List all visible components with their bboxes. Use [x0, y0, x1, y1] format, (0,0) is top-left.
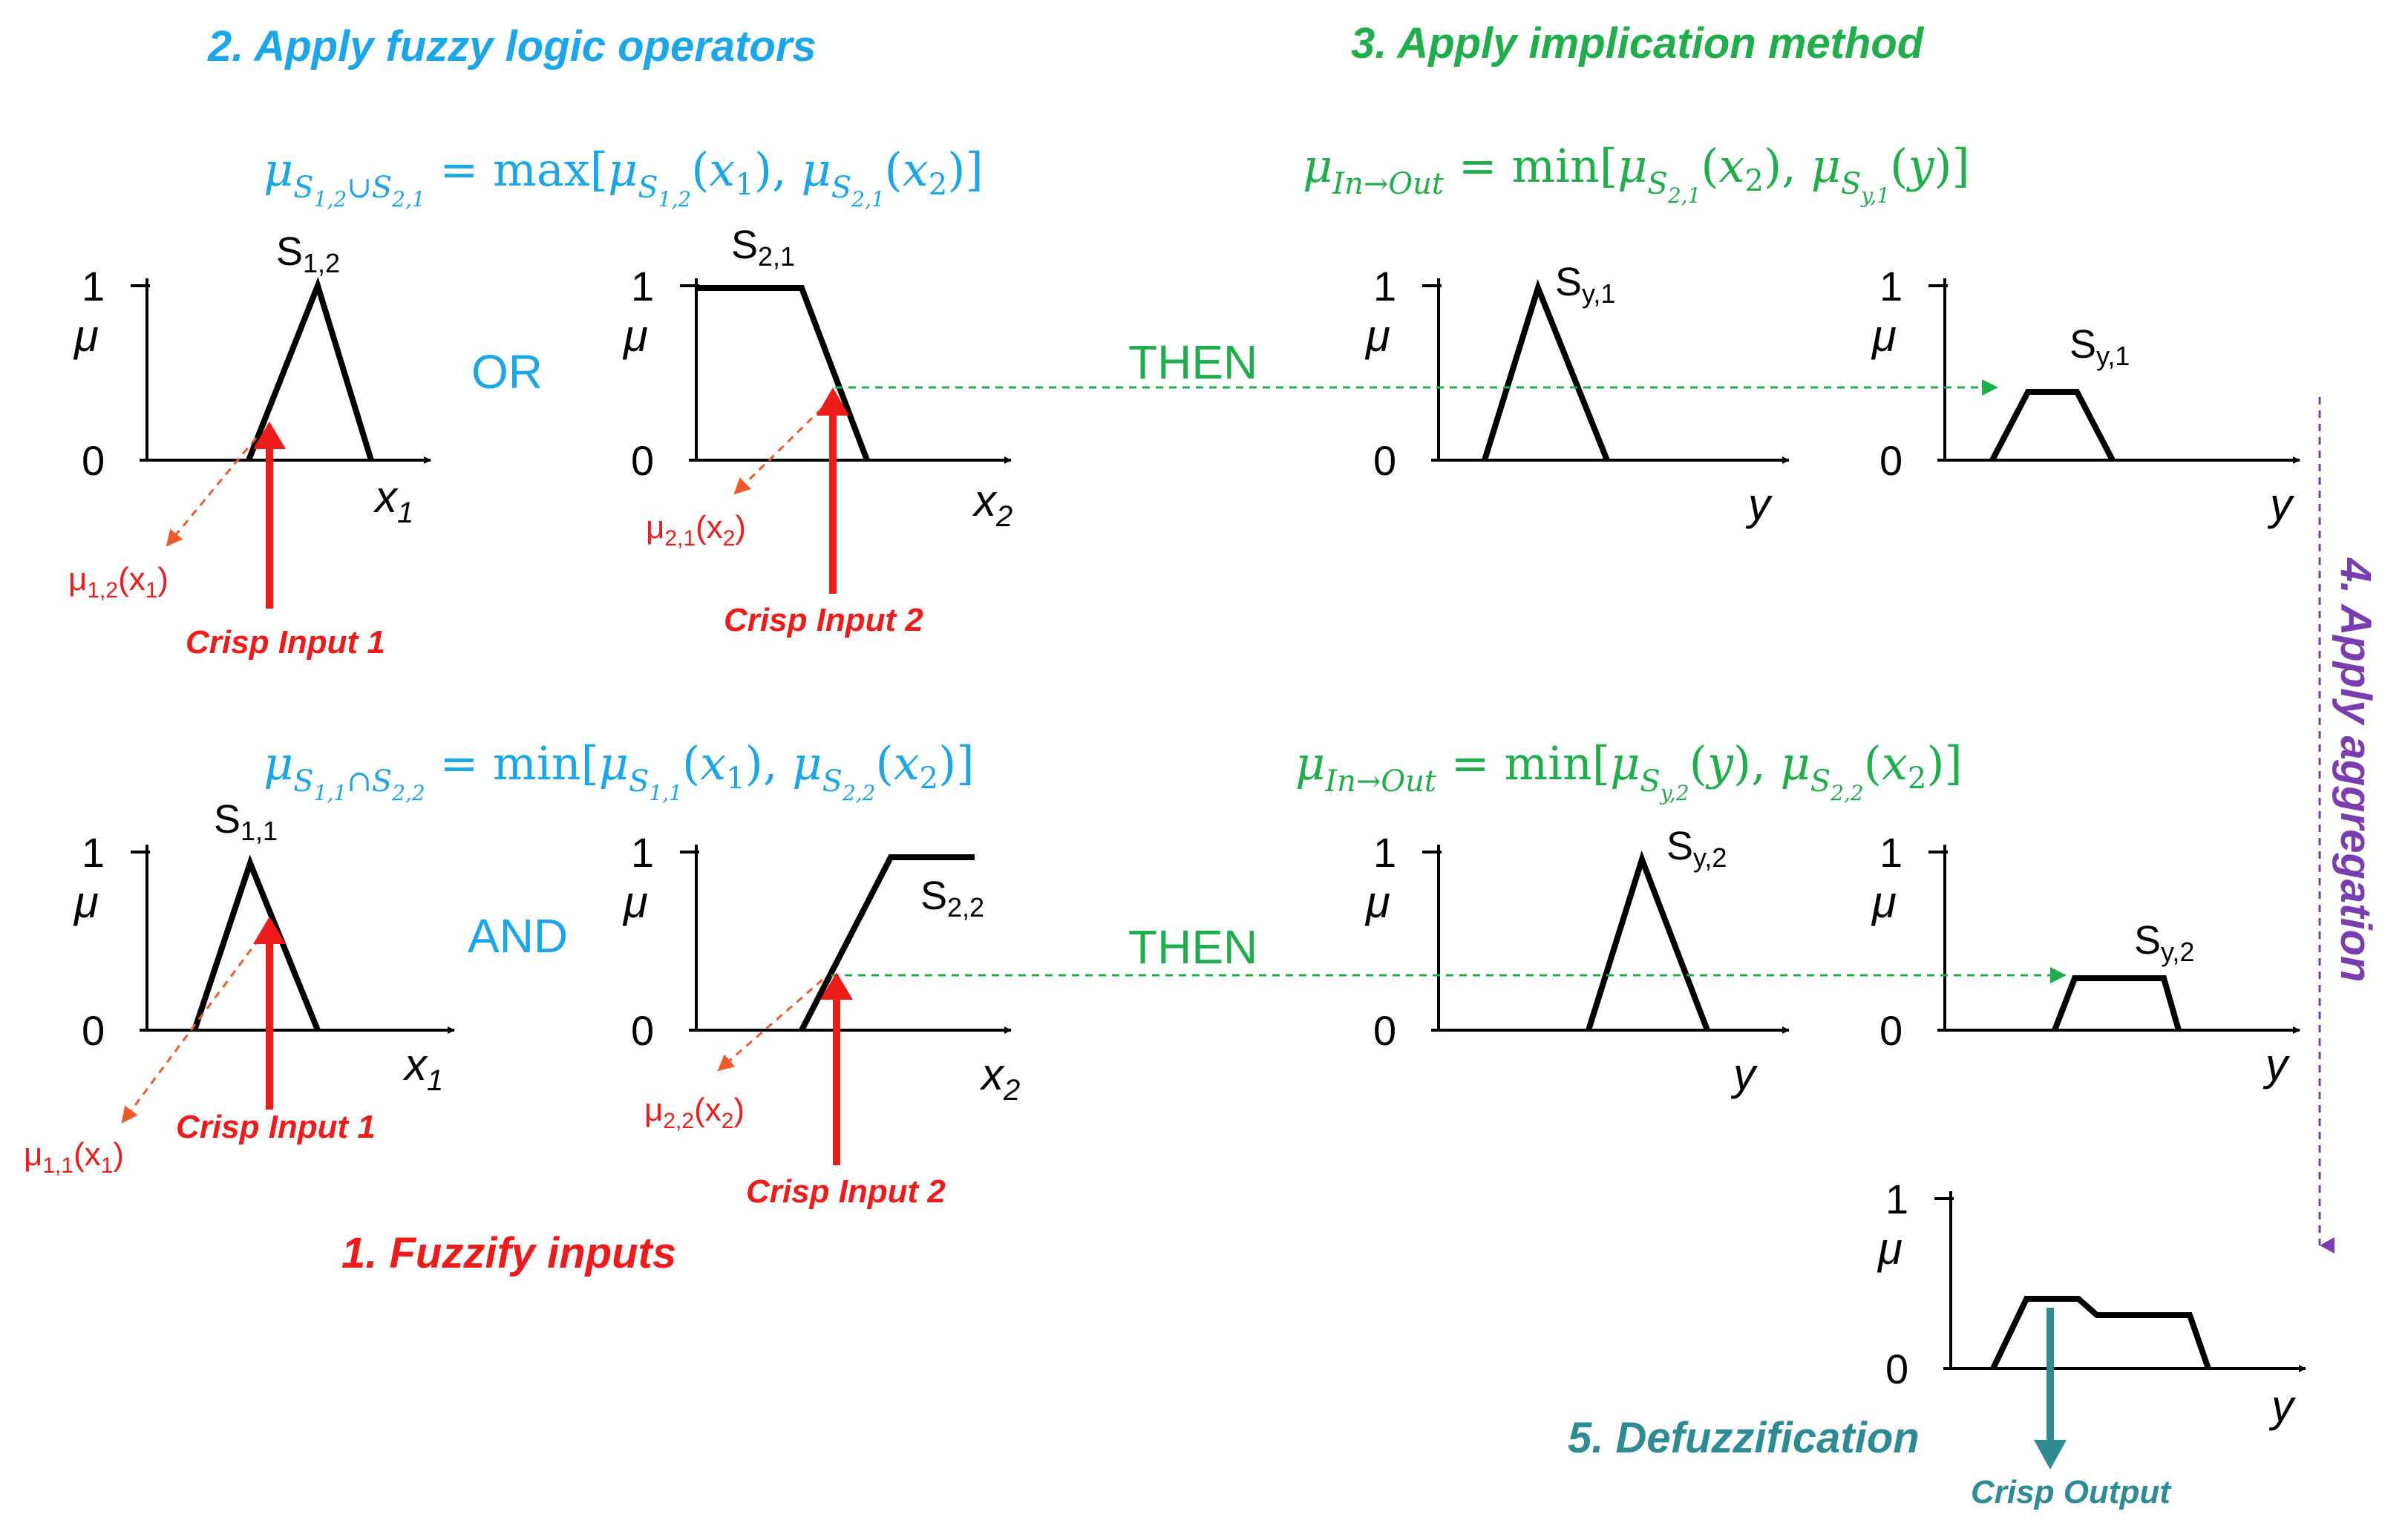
tick-label-one: 1 — [631, 829, 654, 876]
aggregated-output — [1990, 1296, 2211, 1370]
set-label-sy1-clipped: Sy,1 — [2070, 322, 2130, 371]
mu-axis-label: μ — [622, 311, 648, 361]
mu-axis-label: μ — [1877, 1224, 1902, 1274]
sy2-triangle — [1586, 850, 1710, 1032]
and-operator: AND — [468, 909, 568, 963]
or-rule-equation: μS1,2∪S2,1 = max[μS1,2(x1), μS2,1(x2)] — [264, 142, 984, 212]
tick-label-one: 1 — [631, 263, 654, 309]
mu-axis-label: μ — [622, 877, 648, 927]
membership-label-mu12: μ1,2(x1) — [68, 561, 169, 603]
s21-trapezoid — [696, 285, 870, 462]
membership-label-mu11: μ1,1(x1) — [24, 1136, 124, 1178]
x-axis-label: x2 — [979, 1049, 1020, 1107]
crisp-input-2-label-bottom: Crisp Input 2 — [746, 1173, 946, 1210]
plot-y2-out: 1 0 μ y — [1871, 829, 2300, 1090]
then-label-2: THEN — [1128, 920, 1257, 974]
step-5-heading: 5. Defuzzification — [1568, 1414, 1920, 1462]
set-label-s21: S2,1 — [731, 223, 795, 272]
membership-arrow-mu21 — [733, 398, 833, 495]
x-axis-label: x1 — [402, 1040, 443, 1097]
tick-label-zero: 0 — [82, 437, 105, 484]
plot-y1-out: 1 0 μ y — [1871, 263, 2300, 529]
s11-triangle — [192, 854, 321, 1032]
tick-label-zero: 0 — [631, 437, 654, 484]
tick-label-one: 1 — [82, 263, 105, 309]
tick-label-zero: 0 — [631, 1007, 654, 1054]
membership-arrow-mu22 — [717, 978, 823, 1072]
s22-ramp — [799, 854, 975, 1032]
membership-label-mu21: μ2,1(x2) — [646, 509, 746, 551]
mu-axis-label: μ — [1871, 877, 1897, 927]
tick-label-zero: 0 — [82, 1007, 105, 1054]
set-label-s22: S2,2 — [920, 874, 984, 923]
membership-label-mu22: μ2,2(x2) — [644, 1092, 745, 1133]
set-label-s11: S1,1 — [214, 797, 278, 846]
plot-y1-src: 1 0 μ y — [1364, 263, 1790, 529]
crisp-input-2-arrowhead-bottom — [820, 972, 853, 1000]
implication-2-equation: μIn→Out = min[μSy,2(y), μS2,2(x2)] — [1295, 736, 1963, 805]
set-label-sy2-source: Sy,2 — [1666, 824, 1727, 873]
step-4-heading: 4. Apply aggregation — [2332, 557, 2380, 982]
set-label-s12: S1,2 — [276, 229, 340, 278]
tick-label-zero: 0 — [1373, 437, 1396, 484]
mu-axis-label: μ — [73, 877, 99, 927]
plot-aggregate: 1 0 μ y — [1877, 1176, 2306, 1431]
crisp-output-arrowhead — [2034, 1440, 2067, 1470]
y-axis-label: y — [2263, 1040, 2291, 1090]
tick-label-one: 1 — [82, 829, 105, 876]
step-1-heading: 1. Fuzzify inputs — [341, 1229, 676, 1277]
plot-x2-bot: 1 0 μ x2 — [622, 829, 1020, 1107]
mu-axis-label: μ — [1364, 311, 1390, 361]
tick-label-zero: 0 — [1879, 1007, 1902, 1054]
sy1-clipped — [1989, 389, 2116, 462]
sy2-clipped — [2052, 975, 2182, 1032]
mu-axis-label: μ — [73, 311, 99, 361]
set-label-sy2-clipped: Sy,2 — [2134, 918, 2194, 967]
x-axis-label: x1 — [373, 472, 413, 529]
y-axis-label: y — [1745, 479, 1773, 529]
crisp-input-2-arrowhead-top — [817, 387, 849, 416]
crisp-input-1-label-top: Crisp Input 1 — [186, 624, 385, 661]
and-rule-equation: μS1,1∩S2,2 = min[μS1,1(x1), μS2,2(x2)] — [264, 736, 975, 805]
tick-label-zero: 0 — [1879, 437, 1902, 484]
step-3-heading: 3. Apply implication method — [1351, 19, 1925, 68]
implication-1-equation: μIn→Out = min[μS2,1(x2), μSy,1(y)] — [1303, 139, 1970, 208]
x-axis-label: x2 — [972, 476, 1012, 533]
plot-x1-bot: 1 0 μ x1 — [73, 829, 455, 1097]
crisp-input-2-label-top: Crisp Input 2 — [724, 602, 923, 638]
y-axis-label: y — [2268, 1381, 2297, 1431]
tick-label-zero: 0 — [1373, 1007, 1396, 1054]
tick-label-one: 1 — [1373, 263, 1396, 309]
s12-triangle — [246, 276, 374, 462]
set-label-sy1-source: Sy,1 — [1555, 260, 1615, 309]
step-2-heading: 2. Apply fuzzy logic operators — [207, 22, 817, 71]
crisp-input-1-arrowhead-bottom — [253, 917, 286, 944]
membership-arrow-mu12 — [166, 437, 258, 547]
membership-arrow-mu11 — [121, 927, 269, 1124]
sy1-triangle — [1482, 279, 1610, 462]
crisp-input-1-arrowhead-top — [253, 422, 286, 449]
mu-axis-label: μ — [1364, 877, 1390, 927]
then-label-1: THEN — [1128, 335, 1257, 389]
crisp-output-label: Crisp Output — [1971, 1474, 2172, 1510]
crisp-input-1-label-bottom: Crisp Input 1 — [176, 1109, 376, 1145]
y-axis-label: y — [2267, 479, 2295, 529]
tick-label-one: 1 — [1879, 263, 1902, 309]
mu-axis-label: μ — [1871, 311, 1897, 361]
tick-label-one: 1 — [1879, 829, 1902, 876]
y-axis-label: y — [1730, 1049, 1758, 1099]
plot-y2-src: 1 0 μ y — [1364, 829, 1790, 1099]
plot-x1-top: 1 0 μ x1 — [73, 263, 431, 529]
plot-x2-top: 1 0 μ x2 — [622, 263, 1012, 533]
tick-label-one: 1 — [1885, 1176, 1908, 1222]
tick-label-zero: 0 — [1885, 1346, 1908, 1392]
tick-label-one: 1 — [1373, 829, 1396, 876]
or-operator: OR — [471, 345, 543, 399]
